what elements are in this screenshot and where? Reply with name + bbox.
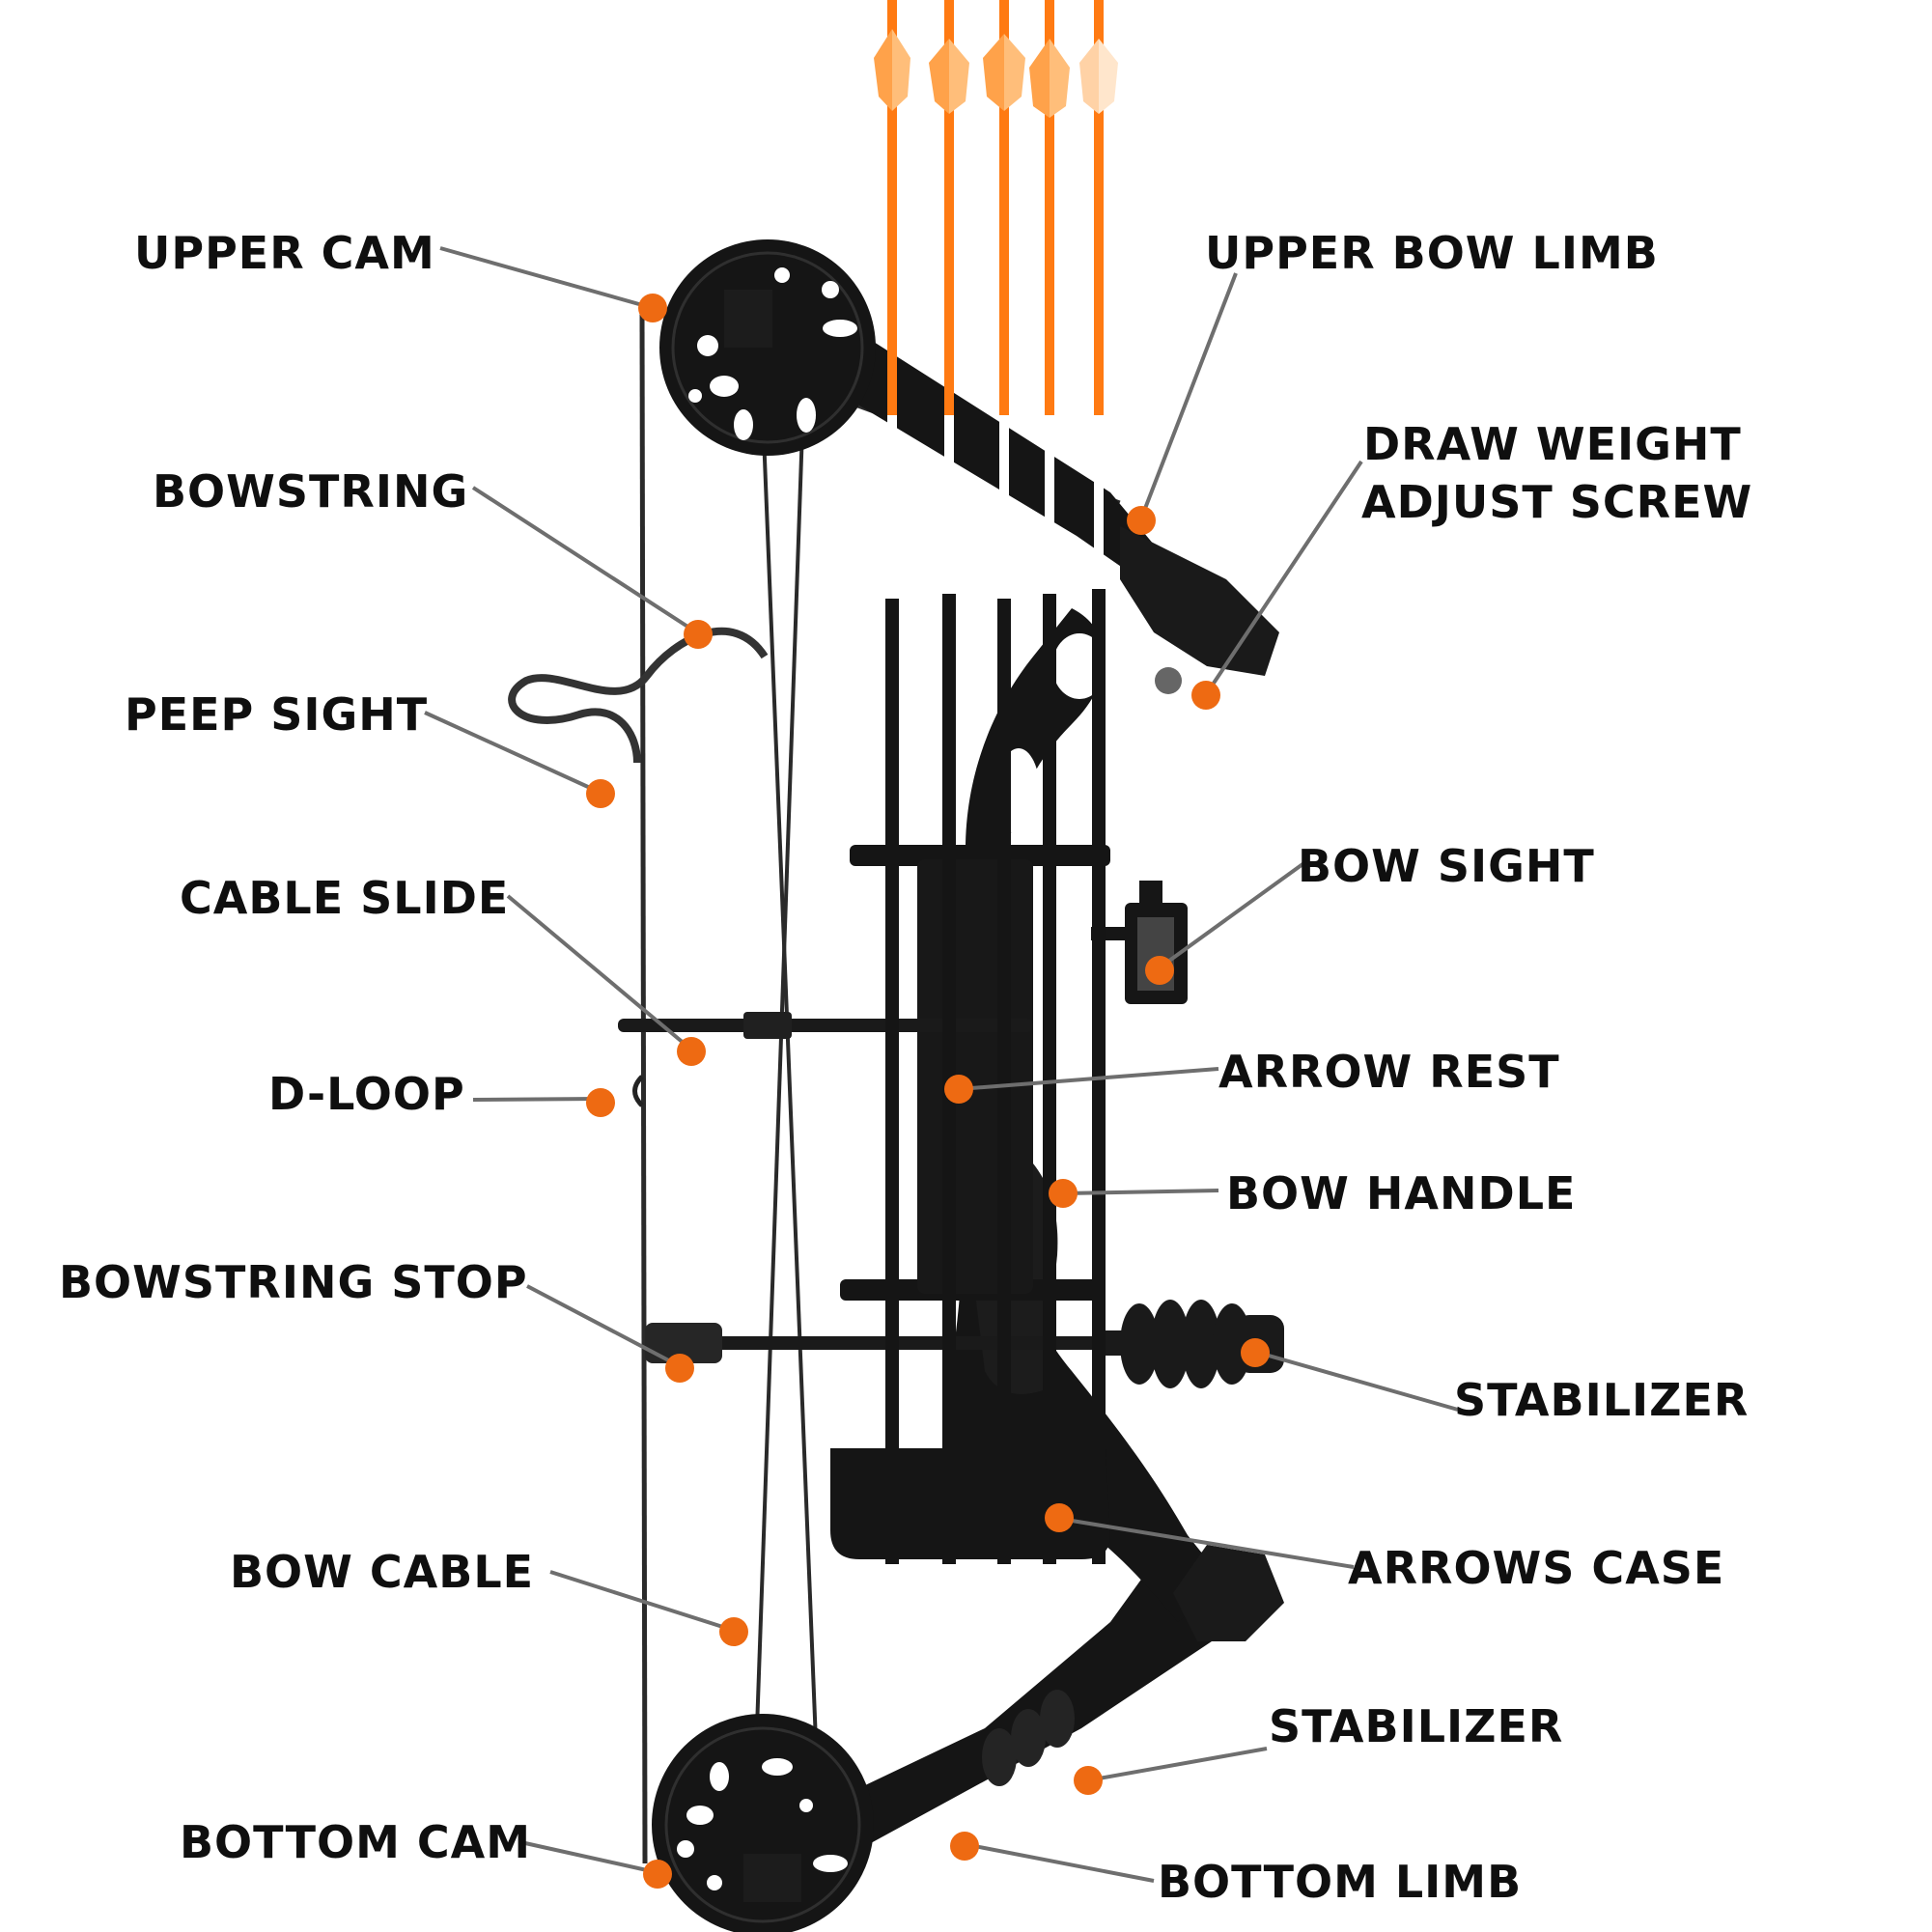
d-loop-shape — [632, 1075, 644, 1107]
arrow-5 — [1079, 0, 1118, 1564]
dot-stabilizer-lower — [1074, 1766, 1103, 1795]
dot-peep-sight — [586, 779, 615, 808]
leader-cable-slide — [506, 894, 693, 1051]
dot-bowstring — [684, 620, 713, 649]
dot-bow-sight — [1145, 956, 1174, 985]
upper-cam-shape — [659, 239, 876, 456]
arrow-4 — [1029, 0, 1070, 1564]
dot-stabilizer-upper — [1241, 1338, 1270, 1367]
cable-slide-block — [743, 1012, 792, 1039]
arrow-1 — [874, 0, 910, 1564]
quiver-body-shape — [917, 859, 1033, 1294]
bowstring-line — [639, 306, 648, 1864]
callout-dots — [586, 294, 1270, 1889]
label-arrows-case: ARROWS CASE — [1348, 1542, 1724, 1594]
label-d-loop: D-LOOP — [268, 1068, 465, 1120]
dot-d-loop — [586, 1088, 615, 1117]
label-draw-weight-line1: DRAW WEIGHT — [1363, 418, 1742, 470]
lower-limb-ribs — [982, 1690, 1075, 1786]
leader-d-loop — [472, 1097, 600, 1102]
label-peep-sight: PEEP SIGHT — [125, 688, 428, 741]
dot-draw-weight — [1191, 681, 1220, 710]
leader-bottom-cam — [524, 1841, 657, 1874]
label-bowstring-stop: BOWSTRING STOP — [59, 1256, 528, 1308]
dot-bow-handle — [1049, 1179, 1078, 1208]
bottom-cam-shape — [652, 1714, 874, 1932]
leader-bow-handle — [1063, 1189, 1219, 1195]
label-bow-handle: BOW HANDLE — [1226, 1167, 1576, 1219]
label-bow-sight: BOW SIGHT — [1298, 840, 1595, 892]
dot-bowstring-stop — [665, 1354, 694, 1383]
compound-bow-illustration — [508, 0, 1284, 1932]
peep-sight-tubing — [508, 627, 769, 764]
dot-bow-cable — [719, 1617, 748, 1646]
arrow-3 — [983, 0, 1025, 1564]
label-bow-cable: BOW CABLE — [230, 1546, 534, 1598]
labels: UPPER CAM BOWSTRING PEEP SIGHT CABLE SLI… — [59, 227, 1752, 1908]
leader-lines — [424, 246, 1459, 1883]
dot-arrow-rest — [944, 1075, 973, 1104]
leader-stabilizer-lower — [1087, 1747, 1268, 1782]
dot-bottom-cam — [643, 1860, 672, 1889]
leader-arrows-case — [1059, 1517, 1355, 1569]
label-bottom-limb: BOTTOM LIMB — [1158, 1856, 1522, 1908]
arrows-case-shape — [830, 1448, 1110, 1559]
dot-arrows-case — [1045, 1503, 1074, 1532]
label-stabilizer-upper: STABILIZER — [1454, 1374, 1749, 1426]
bowstring-stop-bumper — [645, 1323, 722, 1363]
label-draw-weight-line2: ADJUST SCREW — [1361, 476, 1752, 528]
leader-upper-bow-limb — [1139, 272, 1238, 519]
bowstring-stop-rod — [676, 1336, 1130, 1350]
arrows-group — [874, 0, 1118, 1564]
leader-draw-weight — [1205, 460, 1363, 695]
limb-pocket-upper — [1120, 526, 1279, 676]
label-upper-cam: UPPER CAM — [134, 227, 435, 279]
bow-cable-line — [756, 289, 823, 1864]
label-cable-slide: CABLE SLIDE — [180, 872, 509, 924]
label-bottom-cam: BOTTOM CAM — [180, 1816, 531, 1868]
leader-bowstring-stop — [526, 1284, 679, 1367]
dot-upper-cam — [638, 294, 667, 322]
label-stabilizer-lower: STABILIZER — [1269, 1700, 1563, 1752]
lower-limb-shape — [782, 1535, 1226, 1868]
leader-bowstring — [471, 486, 697, 633]
label-arrow-rest: ARROW REST — [1218, 1046, 1560, 1098]
leader-arrow-rest — [958, 1067, 1219, 1091]
leader-bow-cable — [549, 1570, 733, 1632]
cable-slide-rod — [618, 1019, 1033, 1032]
leader-upper-cam — [439, 246, 654, 310]
leader-bottom-limb — [964, 1842, 1155, 1883]
label-bowstring: BOWSTRING — [153, 465, 468, 518]
bow-cable-line-2 — [751, 318, 808, 1840]
leader-stabilizer-upper — [1254, 1350, 1459, 1412]
dot-bottom-limb — [950, 1832, 979, 1861]
leader-bow-sight — [1157, 860, 1307, 970]
label-upper-bow-limb: UPPER BOW LIMB — [1205, 227, 1659, 279]
dot-upper-bow-limb — [1127, 506, 1156, 535]
adjust-screw-shape — [1155, 667, 1182, 694]
leader-peep-sight — [424, 711, 600, 794]
limb-pocket-lower — [1173, 1545, 1284, 1641]
dot-cable-slide — [677, 1037, 706, 1066]
